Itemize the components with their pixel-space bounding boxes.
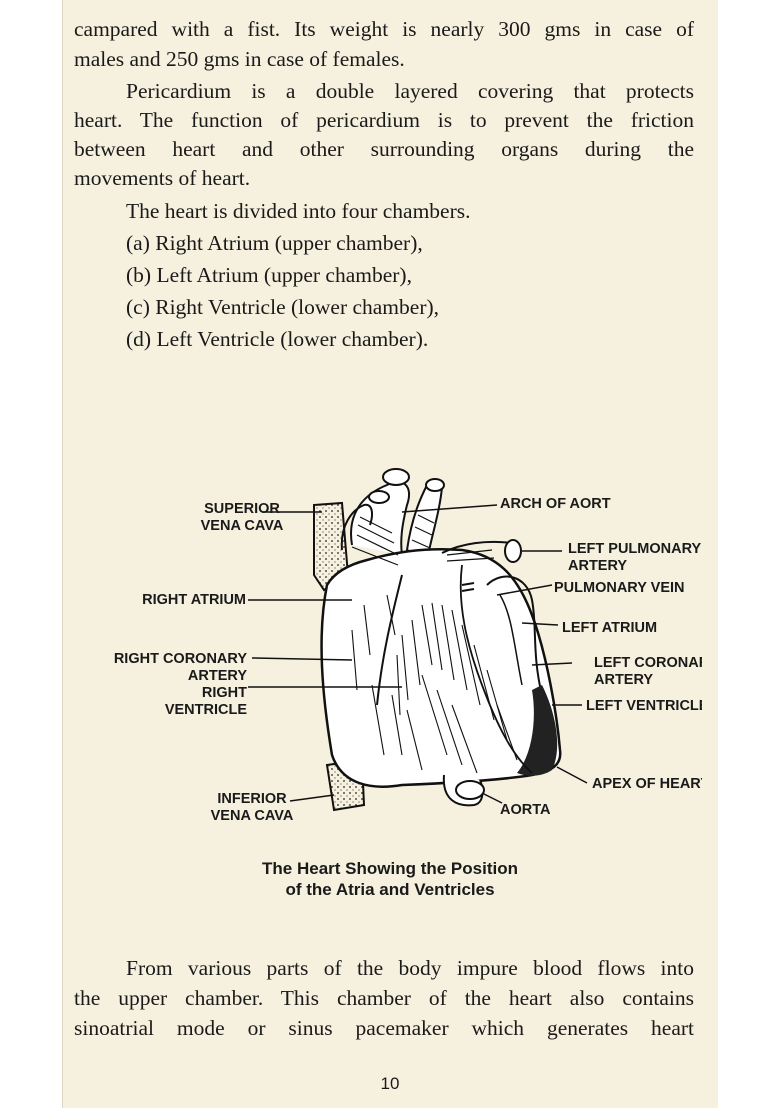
chambers-intro: The heart is divided into four chambers.: [126, 199, 471, 223]
label-right-atrium: RIGHT ATRIUM: [142, 592, 246, 608]
figure-caption-line: of the Atria and Ventricles: [285, 880, 495, 899]
text-line: heart. The function of pericardium is to…: [74, 108, 694, 132]
leader-lines: [248, 504, 588, 804]
text-line: movements of heart.: [74, 166, 251, 190]
label-pulmonary-vein: PULMONARY VEIN: [554, 580, 685, 596]
text-line: From various parts of the body impure bl…: [126, 956, 694, 980]
label-apex-of-heart: APEX OF HEART: [592, 776, 702, 792]
muscle-hatching: [351, 594, 518, 774]
vessel-hatching: [351, 514, 495, 566]
page-number: 10: [380, 1074, 400, 1093]
text-line: the upper chamber. This chamber of the h…: [74, 986, 694, 1010]
list-item: (b) Left Atrium (upper chamber),: [126, 263, 412, 287]
text-line: males and 250 gms in case of females.: [74, 47, 405, 71]
text-line: sinoatrial mode or sinus pacemaker which…: [74, 1016, 694, 1040]
aorta-opening: [382, 468, 410, 486]
text-line: Pericardium is a double layered covering…: [126, 79, 694, 103]
list-item: (c) Right Ventricle (lower chamber),: [126, 295, 440, 319]
list-item: (d) Left Ventricle (lower chamber).: [126, 327, 429, 351]
figure-caption-line: The Heart Showing the Position: [262, 859, 518, 878]
label-left-atrium: LEFT ATRIUM: [562, 620, 657, 636]
label-aorta: AORTA: [500, 802, 551, 818]
list-item: (a) Right Atrium (upper chamber),: [126, 231, 423, 255]
page-edge: [62, 0, 63, 1108]
label-arch-of-aort: ARCH OF AORT: [500, 496, 611, 512]
text-line: campared with a fist. Its weight is near…: [74, 17, 694, 41]
label-left-ventricle: LEFT VENTRICLE: [586, 698, 702, 714]
book-page: campared with a fist. Its weight is near…: [62, 0, 718, 1108]
text-line: between heart and other surrounding orga…: [74, 137, 694, 161]
